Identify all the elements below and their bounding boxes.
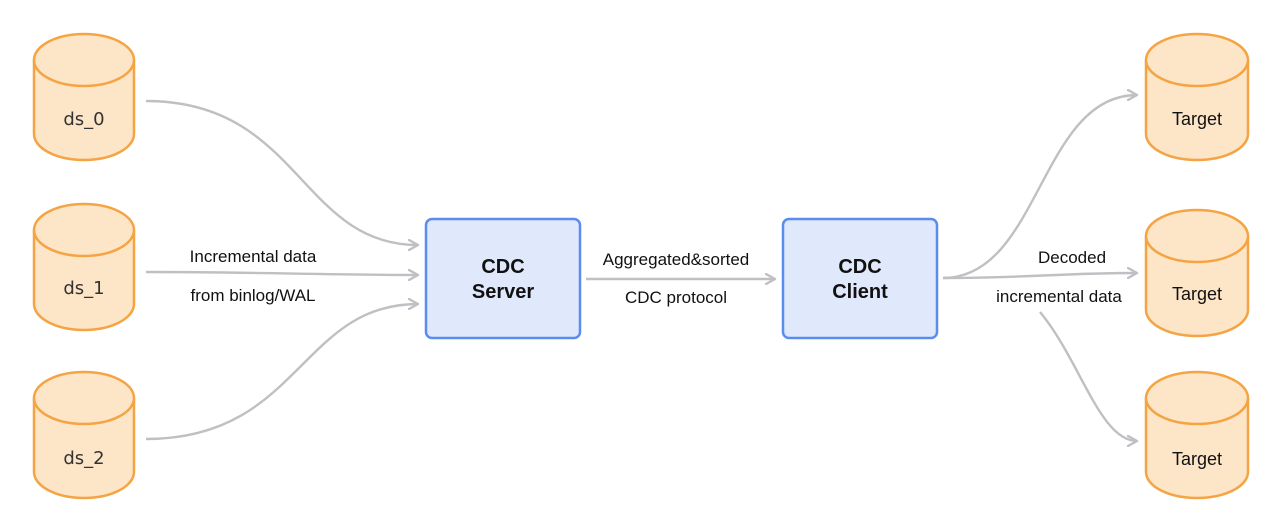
server-client-edge-label-line2: CDC protocol: [625, 288, 727, 307]
source-db-label: ds_1: [63, 278, 104, 299]
source-db-ds-1: ds_1: [32, 202, 136, 332]
arrow-ds2-to-server: [145, 304, 418, 441]
sources-edge-label-line2: from binlog/WAL: [190, 286, 315, 305]
cdc-server-box: CDC Server: [424, 217, 582, 340]
arrow-ds0-to-server: [145, 99, 418, 245]
server-client-edge-label-line1: Aggregated&sorted: [603, 250, 750, 269]
target-db-1: Target: [1144, 32, 1250, 162]
client-edge-label-backing: [988, 280, 1133, 310]
client-targets-edge-label-line1: Decoded: [1038, 248, 1106, 267]
source-db-ds-0: ds_0: [32, 32, 136, 162]
arrow-client-to-target-1: [942, 95, 1137, 280]
arrow-client-to-target-3: [1039, 311, 1137, 441]
target-db-label: Target: [1172, 449, 1222, 469]
sources-edge-label-line1: Incremental data: [190, 247, 317, 266]
source-db-ds-2: ds_2: [32, 370, 136, 500]
source-db-label: ds_0: [63, 109, 104, 130]
target-db-label: Target: [1172, 109, 1222, 129]
arrow-ds1-to-server: [145, 272, 418, 275]
cdc-client-box: CDC Client: [781, 217, 939, 340]
cdc-client-subtitle: Client: [832, 281, 888, 303]
cdc-server-subtitle: Server: [472, 281, 534, 303]
cdc-client-title: CDC: [838, 256, 881, 278]
source-db-label: ds_2: [63, 448, 104, 469]
target-db-label: Target: [1172, 284, 1222, 304]
client-targets-edge-label-line2: incremental data: [996, 287, 1122, 306]
cdc-server-title: CDC: [481, 256, 524, 278]
arrows: [145, 95, 1137, 441]
target-db-2: Target: [1144, 208, 1250, 338]
target-db-3: Target: [1144, 370, 1250, 500]
arrow-client-to-target-2: [942, 273, 1137, 280]
